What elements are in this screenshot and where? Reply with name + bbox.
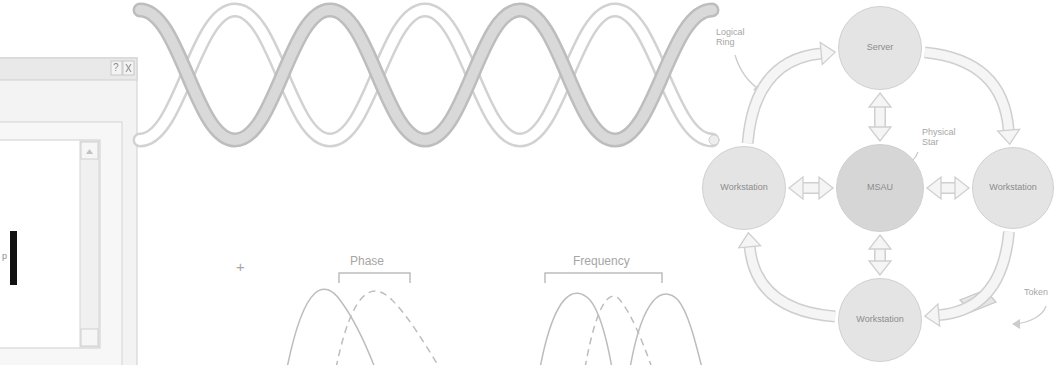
help-button: ?: [113, 62, 122, 73]
server-circle: Server: [838, 6, 922, 90]
plus-sign: +: [236, 259, 250, 276]
node-text: Server: [867, 43, 894, 53]
star-link: [927, 177, 969, 199]
token-label: Token: [1024, 288, 1056, 298]
star-link: [869, 93, 891, 141]
waveforms: [287, 273, 702, 365]
node-text: Workstation: [989, 183, 1036, 193]
twisted-pair-cable: [140, 10, 719, 145]
node-text: Workstation: [720, 183, 767, 193]
dialog-window: [0, 58, 137, 365]
star-link: [869, 235, 891, 275]
ring-arrow: [748, 42, 836, 143]
ring-arrow: [739, 233, 835, 317]
node-text: MSAU: [867, 183, 893, 193]
star-link: [789, 177, 833, 199]
frequency-label: Frequency: [573, 255, 653, 268]
workstation-circle: Workstation: [972, 147, 1054, 229]
workstation-circle: Workstation: [702, 146, 786, 230]
workstation-circle: Workstation: [838, 278, 922, 362]
star-label: Physical Star: [922, 128, 966, 148]
ring-label: Logical Ring: [716, 28, 756, 48]
cut-text: p: [2, 252, 10, 262]
phase-label: Phase: [350, 255, 410, 268]
node-text: Workstation: [856, 315, 903, 325]
ring-arrow: [925, 232, 1009, 326]
hub-circle: MSAU: [836, 144, 924, 232]
